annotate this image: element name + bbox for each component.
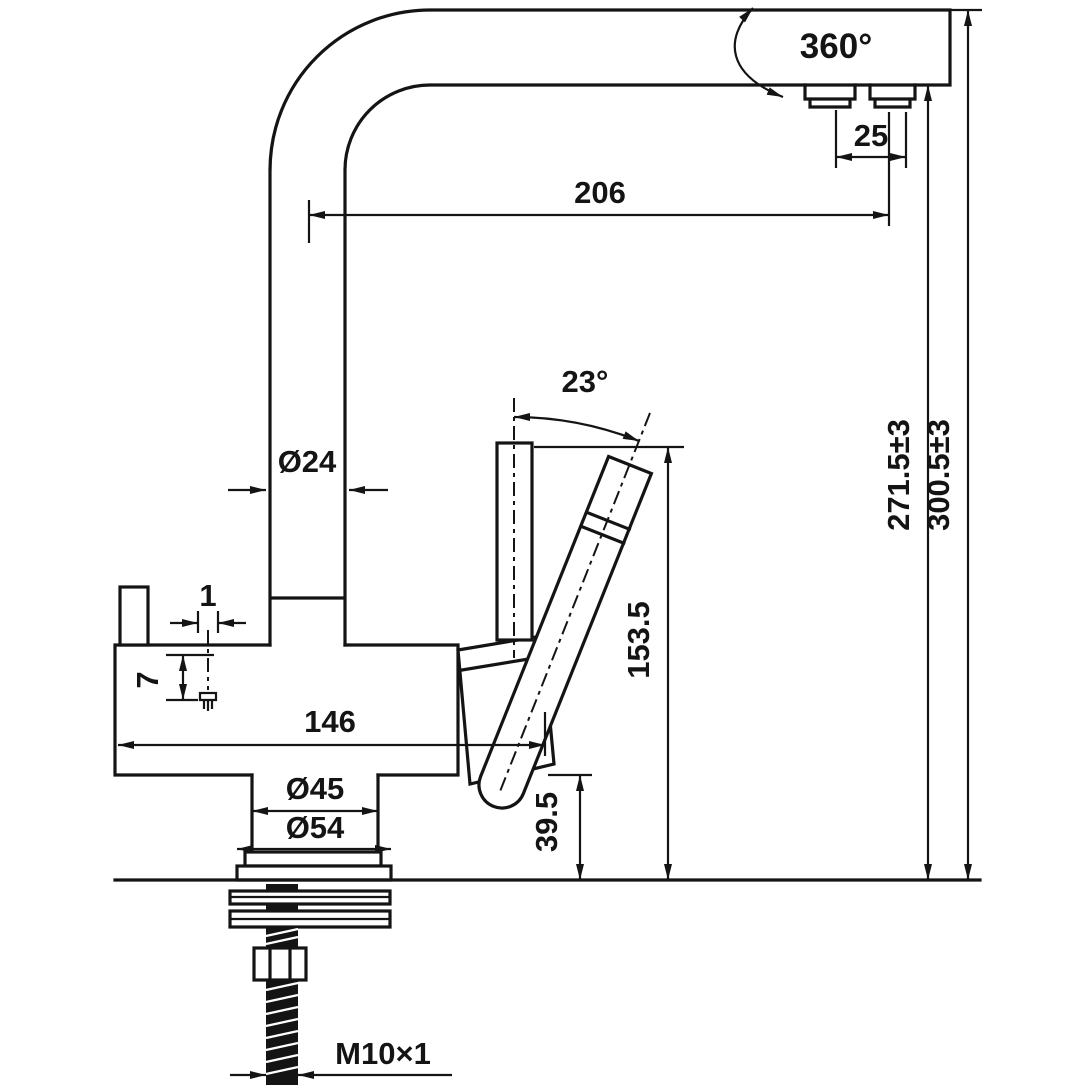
thread-hatching: [265, 927, 299, 1076]
nozzle-offset-label: 25: [854, 118, 888, 153]
neck-diameter-label: Ø45: [286, 771, 345, 806]
under-body-label: 39.5: [529, 792, 564, 852]
spout-tube: [268, 8, 952, 647]
dim-spout-reach-206: 206: [307, 112, 891, 243]
tube-diameter-label: Ø24: [278, 444, 337, 479]
outlet-mark-icon: [198, 691, 218, 711]
lever-handle: [477, 454, 654, 810]
lever-centerline: [498, 412, 651, 795]
flange-diameter-label: Ø54: [286, 810, 345, 845]
base-flange-lower: [235, 864, 393, 882]
faucet-body: [113, 643, 460, 777]
body-length-label: 146: [304, 704, 356, 739]
mounting-nut: [252, 946, 308, 982]
lever-top-height-label: 153.5: [621, 601, 656, 679]
dim-marking-depth-7: 7: [130, 653, 214, 702]
ext-lines: [307, 112, 891, 243]
spout-reach-label: 206: [574, 175, 626, 210]
overall-height-label: 300.5±3: [921, 419, 956, 531]
rotation-arrow: [733, 7, 784, 99]
angle-arc: [513, 413, 640, 443]
marking-width-label: 1: [199, 578, 216, 613]
dim-lever-top-height-153: 153.5: [534, 445, 684, 880]
dim-rotation-360: 360°: [733, 7, 872, 99]
filter-lever: [118, 585, 150, 647]
ext-ticks: [196, 611, 220, 633]
dim-flange-diameter-54: Ø54: [237, 810, 391, 853]
thread-spec-label: M10×1: [335, 1036, 431, 1071]
base-flange-upper: [243, 850, 383, 868]
dim-nozzle-offset-25: 25: [834, 110, 908, 168]
lever-angle-label: 23°: [562, 364, 609, 399]
dim-neck-diameter-45: Ø45: [252, 771, 378, 815]
rotation-label: 360°: [800, 27, 872, 66]
dim-thread-m10: M10×1: [230, 1036, 452, 1079]
outlet-nozzles: [803, 83, 917, 109]
faucet-outline: [113, 8, 982, 1085]
mounting-nut-facets: [268, 946, 292, 982]
dim-under-body-39: 39.5: [529, 773, 592, 880]
dim-tube-diameter-24: Ø24: [228, 444, 388, 494]
dim-lever-angle-23: 23°: [498, 364, 651, 795]
dim-marking-width-1: 1: [170, 578, 246, 711]
dim-underside-height-271: 271.5±3: [881, 85, 932, 880]
underside-height-label: 271.5±3: [881, 419, 916, 531]
dim-body-length-146: 146: [118, 704, 547, 756]
dim-overall-height-300: 300.5±3: [921, 8, 982, 880]
marking-depth-label: 7: [130, 671, 165, 688]
